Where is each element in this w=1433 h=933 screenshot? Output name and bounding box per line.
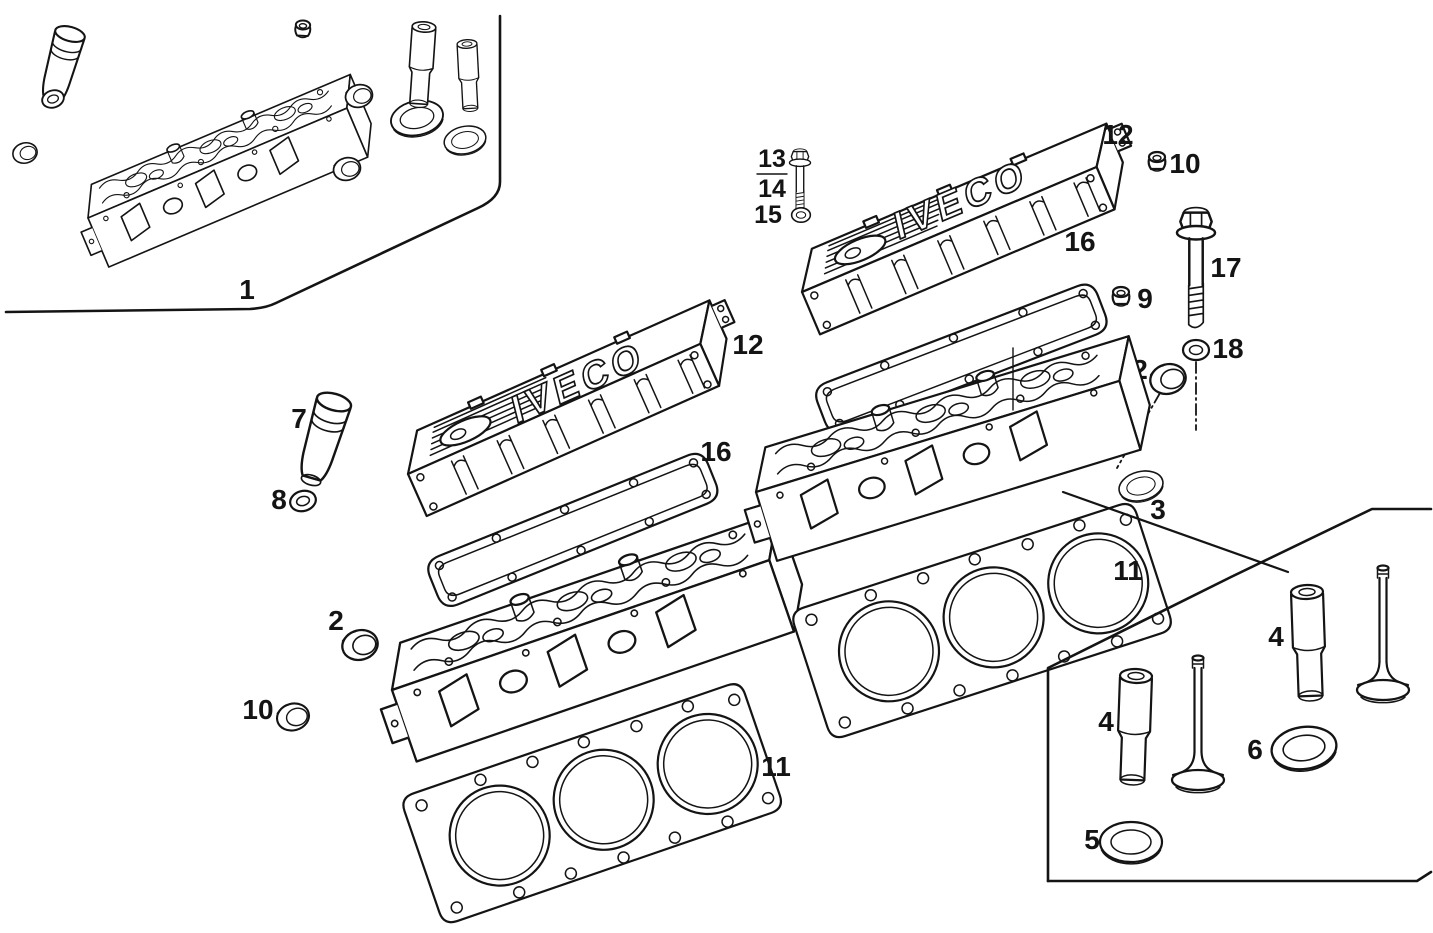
callout-4-right: 4 [1268,621,1284,652]
callout-15: 15 [754,201,782,229]
inset-border-bottom [1046,870,1433,883]
part1-cup-plug-left [9,139,41,167]
callout-10-left: 10 [242,694,273,725]
region-1-border [4,14,502,314]
callout-11-right: 11 [1113,555,1143,586]
callout-8: 8 [271,484,287,515]
part1-small-plug-top [293,19,312,39]
callout-5: 5 [1084,824,1100,855]
part13-14-bolt [788,148,812,216]
callout-12-right: 12 [1102,119,1133,150]
callout-1: 1 [239,274,255,305]
callout-17: 17 [1210,252,1241,283]
part1-seal-ring-b [440,121,490,160]
callout-7: 7 [291,403,307,434]
part6-seal-ring [1267,721,1341,777]
divider-line [1061,490,1290,574]
callout-10-right: 10 [1169,148,1200,179]
part8-washer [286,486,320,516]
callout-6: 6 [1247,734,1263,765]
callout-12-left: 12 [732,329,763,360]
callout-14: 14 [758,175,786,203]
part4-valve-guide-left [1115,667,1154,787]
part5-seal-ring [1098,820,1164,865]
callout-11-left: 11 [761,751,791,782]
inset-border-top [1046,507,1433,883]
callout-13: 13 [758,145,786,173]
part15-washer [790,207,812,223]
callout-2-left: 2 [328,605,344,636]
part2-cup-plug-left [337,625,383,665]
part18-washer [1181,338,1211,362]
part2-cup-plug-right [1145,359,1191,399]
callout-9: 9 [1137,283,1153,314]
callout-18: 18 [1212,333,1243,364]
part1-valve-guide-a [405,20,437,110]
part9-plug [1111,285,1131,308]
callout-16-right: 16 [1064,226,1095,257]
callout-16-left: 16 [700,436,731,467]
part10-plug-right [1147,150,1167,173]
part10-cup-plug-left [272,698,314,736]
callout-3: 3 [1150,494,1166,525]
callout-4-left: 4 [1098,706,1114,737]
valve-left [1170,654,1226,794]
valve-right [1355,564,1411,704]
part1-valve-guide-b [456,38,482,113]
part4-valve-guide-right [1289,583,1328,703]
part17-head-bolt [1175,206,1217,329]
right-rocker-cover [784,112,1153,336]
